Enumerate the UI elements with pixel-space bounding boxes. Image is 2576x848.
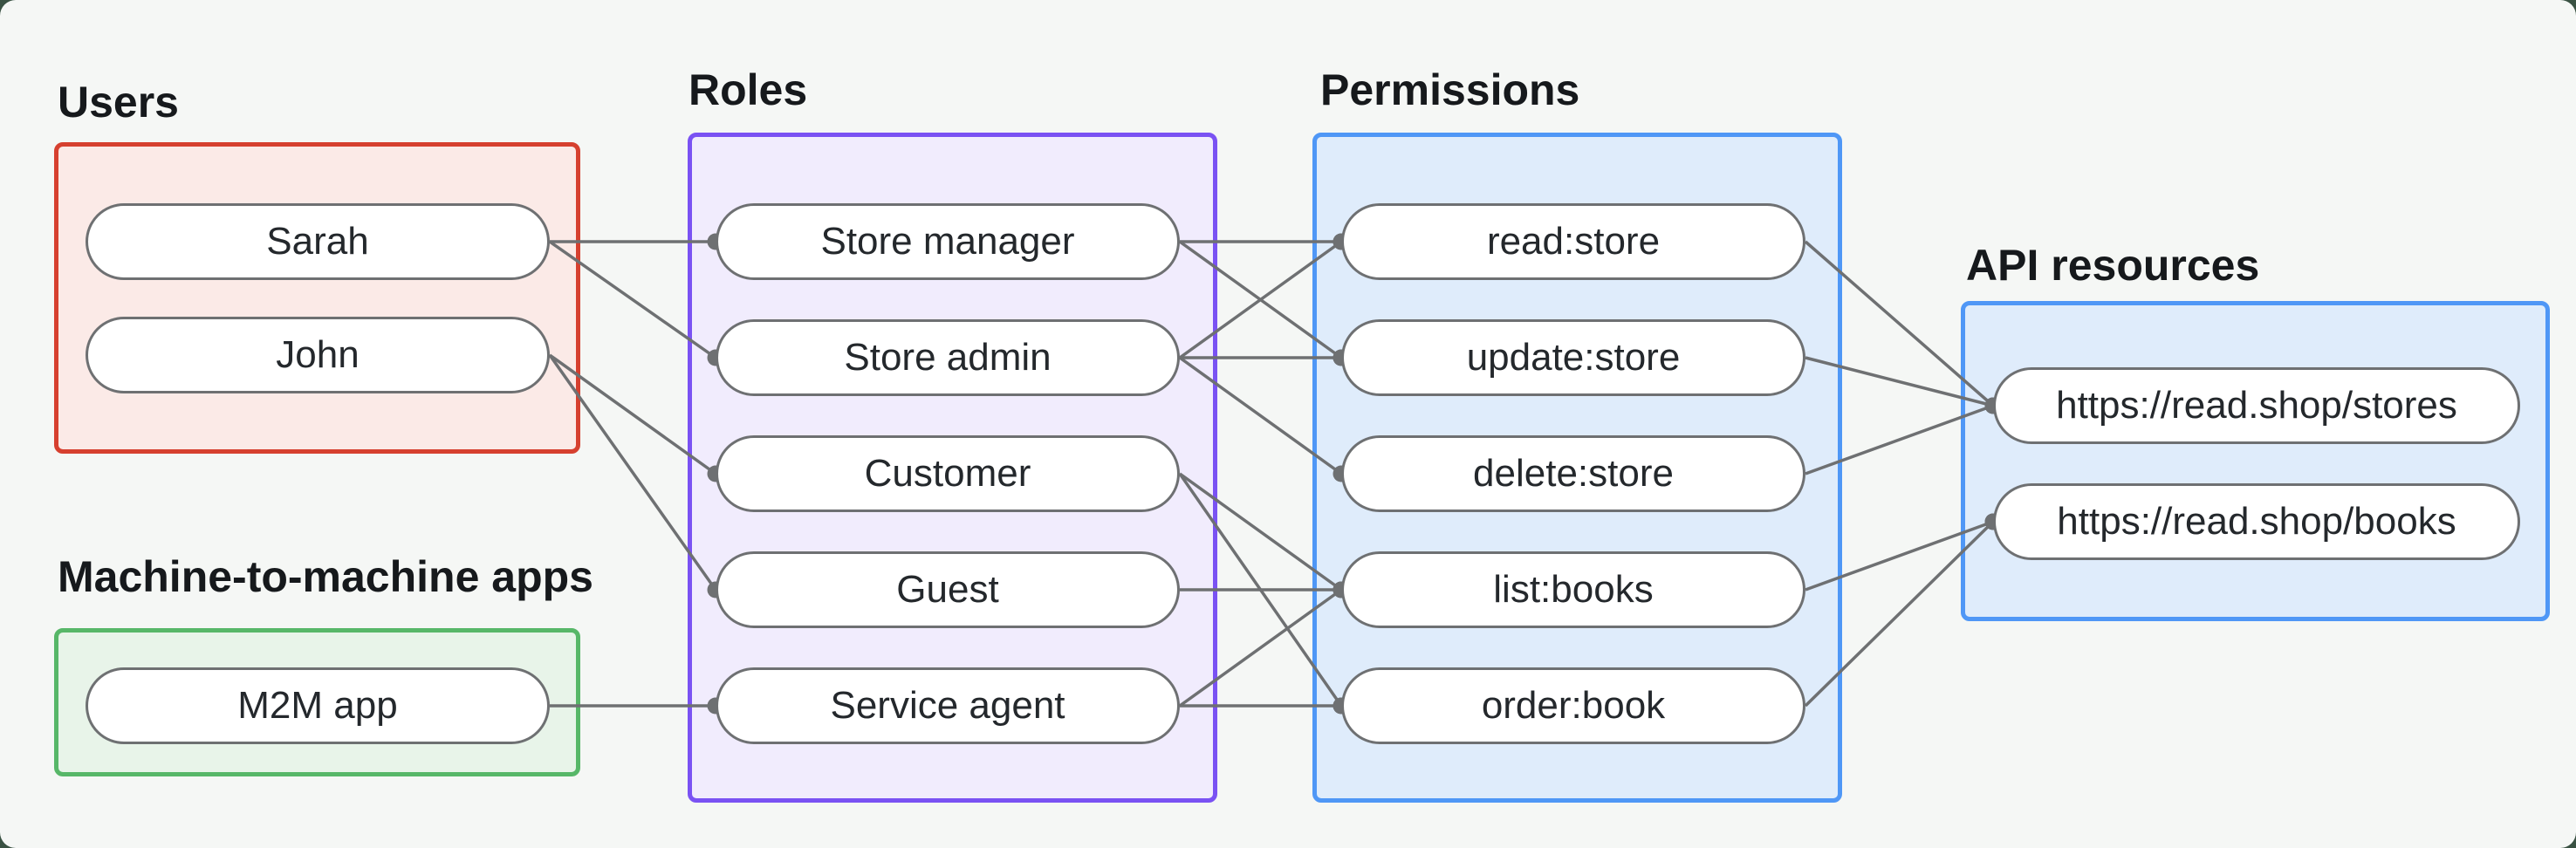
edge-line-john-guest xyxy=(548,353,717,592)
edge-line-store-admin-delete-store xyxy=(1178,356,1343,475)
edge-line-list-books-books xyxy=(1805,520,1994,592)
node-john: John xyxy=(86,317,550,393)
node-service-agent: Service agent xyxy=(716,667,1180,744)
node-store-manager: Store manager xyxy=(716,203,1180,280)
edge-line-customer-list-books xyxy=(1178,472,1343,592)
node-m2m-app: M2M app xyxy=(86,667,550,744)
edge-line-update-store-stores xyxy=(1805,356,1994,407)
edge-line-service-agent-list-books xyxy=(1178,588,1343,708)
node-list-books: list:books xyxy=(1341,551,1805,628)
m2m-group-label: Machine-to-machine apps xyxy=(58,552,593,601)
users-group-label: Users xyxy=(58,78,179,127)
node-books: https://read.shop/books xyxy=(1993,483,2520,560)
edge-line-order-book-books xyxy=(1804,520,1995,708)
node-customer: Customer xyxy=(716,435,1180,512)
edge-line-delete-store-stores xyxy=(1805,404,1994,475)
permissions-group-label: Permissions xyxy=(1320,65,1580,114)
users-group-box xyxy=(54,142,580,454)
api-resources-group-box xyxy=(1961,301,2550,621)
api-resources-group-label: API resources xyxy=(1966,241,2260,290)
node-update-store: update:store xyxy=(1341,319,1805,396)
node-read-store: read:store xyxy=(1341,203,1805,280)
edge-line-store-admin-read-store xyxy=(1178,240,1343,359)
node-store-admin: Store admin xyxy=(716,319,1180,396)
node-order-book: order:book xyxy=(1341,667,1805,744)
edge-line-john-customer xyxy=(548,353,717,475)
node-delete-store: delete:store xyxy=(1341,435,1805,512)
edge-line-read-store-stores xyxy=(1804,240,1995,407)
edge-line-sarah-store-admin xyxy=(548,240,717,359)
node-sarah: Sarah xyxy=(86,203,550,280)
roles-group-label: Roles xyxy=(689,65,808,114)
node-guest: Guest xyxy=(716,551,1180,628)
node-stores: https://read.shop/stores xyxy=(1993,367,2520,444)
